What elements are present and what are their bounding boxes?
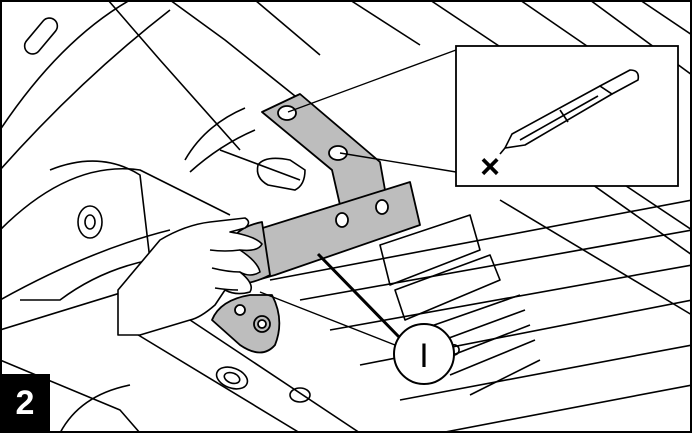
callout-label: I xyxy=(419,337,428,375)
bracket-hole-2 xyxy=(328,145,348,161)
marker-pen-icon xyxy=(499,69,640,155)
lower-plate xyxy=(211,294,281,354)
x-mark-icon: × xyxy=(480,148,500,186)
marker-inset: × xyxy=(287,45,679,187)
callout-circle xyxy=(393,323,455,385)
bracket-hole-1 xyxy=(277,105,297,121)
upper-bracket xyxy=(261,93,386,206)
callout: I xyxy=(259,252,455,385)
hand-icon xyxy=(117,217,263,336)
step-number-badge: 2 xyxy=(0,374,50,433)
